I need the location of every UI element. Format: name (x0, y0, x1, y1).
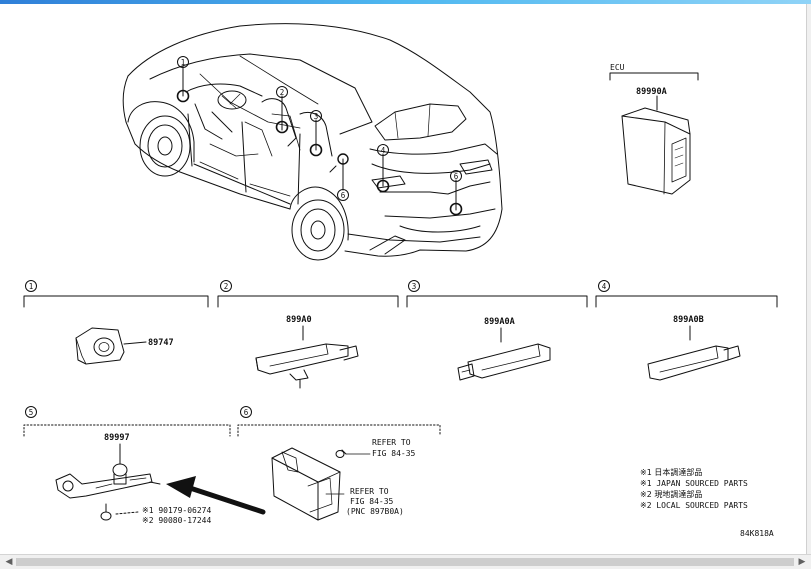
callout-circle-6a (337, 189, 349, 201)
location-dot-2 (275, 120, 289, 134)
window-top-accent (0, 0, 811, 4)
section-circle-1 (25, 280, 37, 292)
right-edge-strip (806, 4, 811, 556)
legend-line-1: ※1 日本調達部品 (640, 467, 702, 477)
location-dot-6a (337, 153, 349, 165)
ecu-part-number: 89990A (636, 87, 667, 97)
legend-line-3: ※2 現地調達部品 (640, 489, 702, 499)
part-899A0B (647, 325, 741, 381)
section-bracket-6 (237, 424, 441, 437)
part-number-89997: 89997 (104, 433, 130, 443)
section-bracket-4 (595, 295, 778, 308)
pointer-arrow-shaft (187, 485, 266, 515)
section-circle-4 (598, 280, 610, 292)
callout-circle-3 (310, 110, 322, 122)
callout-num-6b: 6 (454, 172, 459, 181)
part-899A0A (457, 327, 551, 381)
location-dot-6b (449, 202, 463, 216)
refer-bottom-line-3: (PNC 897B0A) (346, 507, 404, 516)
callout-num-4: 4 (381, 146, 386, 155)
part-89997 (55, 443, 161, 521)
refer-bottom-line-2: FIG 84-35 (350, 497, 394, 506)
callout-num-3: 3 (314, 112, 319, 121)
section-bracket-1 (23, 295, 209, 308)
section-circle-2 (220, 280, 232, 292)
section-circle-5 (25, 406, 37, 418)
location-dot-4 (376, 179, 390, 193)
callout-circle-2 (276, 86, 288, 98)
section-bracket-3 (406, 295, 588, 308)
legend-line-2: ※1 JAPAN SOURCED PARTS (640, 479, 748, 488)
callout-circle-1 (177, 56, 189, 68)
part-number-899A0B: 899A0B (673, 315, 704, 325)
section-num-5: 5 (29, 408, 34, 417)
refer-bottom-line-1: REFER TO (350, 487, 389, 496)
legend-line-4: ※2 LOCAL SOURCED PARTS (640, 501, 748, 510)
horizontal-scrollbar[interactable]: ◀ ▶ (0, 554, 811, 569)
section-circle-6 (240, 406, 252, 418)
section-bracket-5 (23, 424, 231, 437)
ecu-label: ECU (610, 63, 625, 72)
section-circle-3 (408, 280, 420, 292)
callout-circle-4 (377, 144, 389, 156)
part-6-module (271, 447, 371, 521)
location-dot-3 (309, 143, 323, 157)
refer-top-line-1: REFER TO (372, 438, 411, 447)
section-num-2: 2 (224, 282, 229, 291)
part-number-89747: 89747 (148, 338, 174, 348)
section-num-6: 6 (244, 408, 249, 417)
section-num-4: 4 (602, 282, 607, 291)
vehicle-illustration (122, 23, 503, 261)
scrollbar-thumb[interactable] (16, 558, 794, 566)
refer-top-line-2: FIG 84-35 (372, 449, 416, 458)
part-number-899A0A: 899A0A (484, 317, 515, 327)
callout-circle-6b (450, 170, 462, 182)
parts-diagram: 1 2 3 4 6 6 ECU 89990A 1 2 3 4 5 6 89747… (23, 23, 778, 538)
callout-num-2: 2 (280, 88, 285, 97)
part-899A0 (255, 325, 359, 389)
callout-num-1: 1 (181, 58, 186, 67)
pointer-arrow-head (166, 476, 196, 498)
bolt-note-2: ※2 90080-17244 (142, 516, 212, 525)
ecu-bracket (609, 72, 699, 81)
part-number-899A0: 899A0 (286, 315, 312, 325)
section-bracket-2 (217, 295, 399, 308)
section-num-3: 3 (412, 282, 417, 291)
ecu-module (621, 107, 691, 195)
scroll-right-icon[interactable]: ▶ (798, 557, 806, 567)
part-89747 (75, 327, 147, 365)
drawing-code: 84K818A (740, 529, 774, 538)
location-dot-1 (176, 89, 190, 103)
callout-num-6a: 6 (341, 191, 346, 200)
scroll-left-icon[interactable]: ◀ (5, 557, 13, 567)
bolt-note-1: ※1 90179-06274 (142, 506, 212, 515)
section-num-1: 1 (29, 282, 34, 291)
